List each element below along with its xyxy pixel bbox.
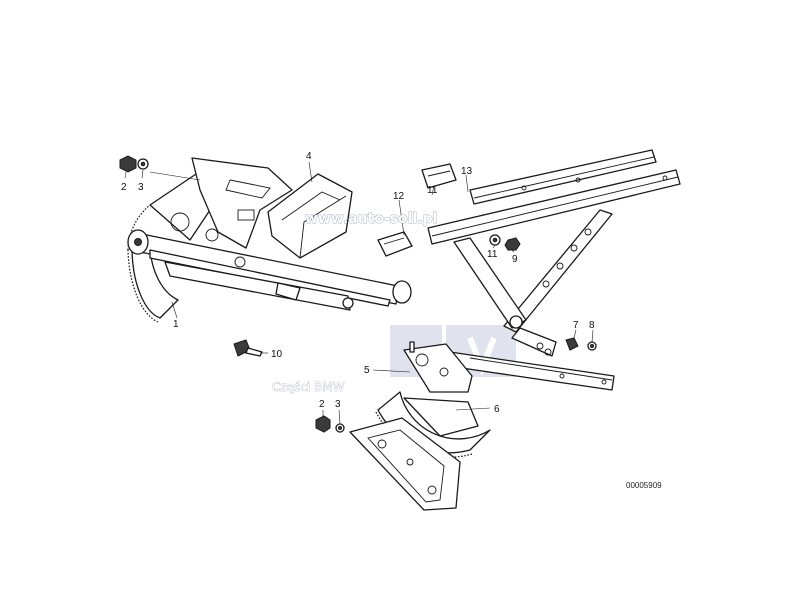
regulator-lower-assembly [349, 341, 491, 511]
callout-11a: 11 [427, 185, 438, 196]
bolt-part-10 [233, 339, 263, 357]
washer-part-8 [587, 341, 597, 351]
regulator-right-assembly [427, 149, 681, 391]
nut-top-left [119, 155, 149, 173]
leader-lines [124, 161, 594, 425]
callout-6: 6 [494, 404, 500, 415]
callout-4: 4 [306, 151, 312, 162]
callout-10: 10 [271, 349, 283, 360]
motor-housing [267, 173, 353, 259]
callout-2a: 2 [121, 182, 127, 193]
callout-11b: 11 [487, 249, 498, 260]
callout-3a: 3 [138, 182, 144, 193]
nut-part-9 [504, 237, 521, 251]
slider-part-12 [377, 231, 413, 257]
callout-9: 9 [512, 254, 518, 265]
watermark-url: www.auto-soll.pl [305, 211, 437, 227]
callout-12: 12 [393, 191, 405, 202]
callout-8: 8 [589, 320, 595, 331]
callout-3b: 3 [335, 399, 341, 410]
callout-5: 5 [364, 365, 370, 376]
callout-labels: 1 2 3 4 5 6 7 8 9 10 11 11 12 13 2 3 [121, 151, 595, 415]
bolt-part-7 [565, 337, 579, 351]
callout-1: 1 [173, 319, 179, 330]
washer-part-11 [489, 234, 501, 246]
callout-2b: 2 [319, 399, 325, 410]
watermark-caption: Części BMW [272, 380, 345, 394]
regulator-left-assembly [127, 157, 412, 323]
callout-7: 7 [573, 320, 579, 331]
drawing-number: 00005909 [626, 481, 662, 490]
callout-13: 13 [461, 166, 473, 177]
slider-part-13 [421, 163, 457, 189]
